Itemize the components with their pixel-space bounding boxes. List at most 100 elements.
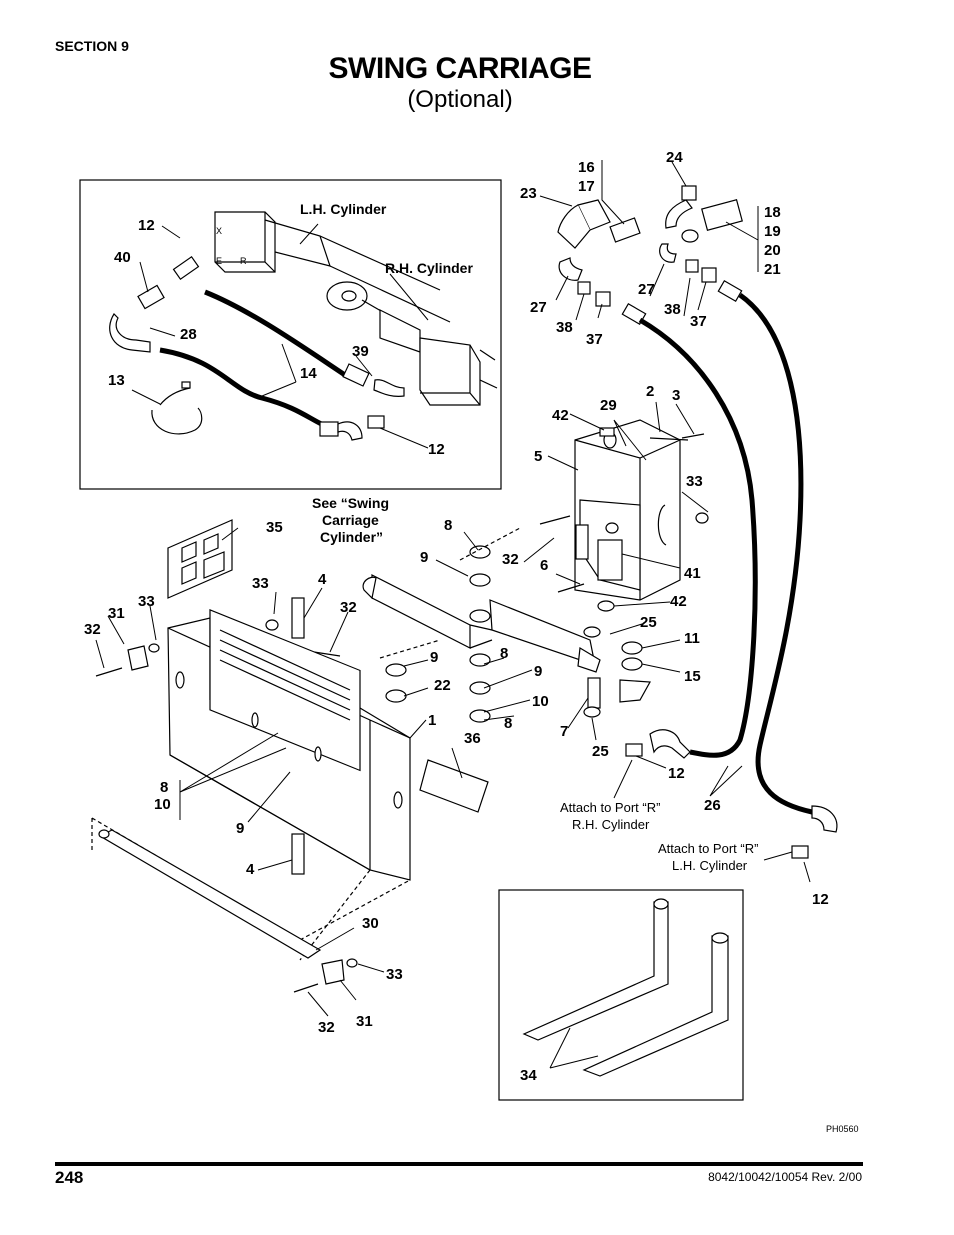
decal-36 [419,759,489,813]
part-number: 15 [684,668,701,685]
port-x-label: X [216,226,222,236]
part-number: 32 [340,599,357,616]
part-number: 31 [356,1013,373,1030]
part-number: 38 [664,301,681,318]
part-number: 9 [534,663,542,680]
port-e-label: E [216,256,222,266]
part-number: 33 [686,473,703,490]
part-number: 7 [560,723,568,740]
part-number: 35 [266,519,283,536]
part-number: 37 [586,331,603,348]
carriage-frame-1 [167,609,411,881]
part-number: 4 [246,861,255,878]
part-number: 27 [638,281,655,298]
part-number: 28 [180,326,197,343]
port-r-label: R [240,256,247,266]
part-number: 32 [502,551,519,568]
part-number: 12 [138,217,155,234]
part-number: 37 [690,313,707,330]
part-number: 38 [556,319,573,336]
part-number: 36 [464,730,481,747]
part-number: 5 [534,448,542,465]
part-number: 25 [640,614,657,631]
leader-lines [95,160,811,1069]
part-number: 10 [154,796,171,813]
part-number: 40 [114,249,131,266]
pins-and-bolts [95,433,705,993]
label-attach-r-lh-2: L.H. Cylinder [672,858,748,873]
part-number: 25 [592,743,609,760]
label-see-swing-2: Carriage [322,512,379,528]
part-number: 6 [540,557,548,574]
part-number: 1 [428,712,436,729]
part-number: 27 [530,299,547,316]
rh-cylinder-drawing [379,309,498,406]
hose-end-fittings [625,729,838,859]
part-number: 34 [520,1067,537,1084]
part-number: 10 [532,693,549,710]
part-number: 42 [552,407,569,424]
part-number: 42 [670,593,687,610]
part-number: 24 [666,149,683,166]
label-see-swing-1: See “Swing [312,495,389,511]
label-attach-r-lh-1: Attach to Port “R” [658,841,758,856]
part-number: 8 [504,715,512,732]
part-number: 11 [684,630,700,647]
hydraulic-hose-26 [638,292,813,815]
part-number: 22 [434,677,451,694]
label-lh-cylinder: L.H. Cylinder [300,201,387,217]
part-number: 20 [764,242,781,259]
crossbar-30 [98,829,322,959]
figure-code: PH0560 [826,1124,859,1134]
section-label: SECTION 9 [55,38,129,54]
part-number: 14 [300,365,317,382]
label-rh-cylinder: R.H. Cylinder [385,260,473,276]
part-number: 9 [236,820,244,837]
swing-bracket-5 [574,419,681,601]
part-number: 3 [672,387,680,404]
forks-34 [522,898,729,1077]
fittings-inset [109,255,405,441]
part-number: 29 [600,397,617,414]
decal-35 [167,519,233,599]
part-number: 2 [646,383,654,400]
hydraulic-hose-14 [159,289,347,431]
part-number: 23 [520,185,537,202]
part-number: 8 [500,645,508,662]
part-number: 32 [84,621,101,638]
part-number: 9 [420,549,428,566]
swing-carriage-cylinder [362,574,651,703]
part-number: 18 [764,204,781,221]
part-number: 17 [578,178,595,195]
part-number: 9 [430,649,438,666]
forks-inset-box [498,889,744,1101]
label-attach-r-rh-2: R.H. Cylinder [572,817,650,832]
page-number: 248 [55,1168,84,1187]
part-number: 30 [362,915,379,932]
footer-rule [55,1162,863,1166]
part-number: 8 [160,779,168,796]
part-number: 33 [252,575,269,592]
page-subtitle: (Optional) [407,86,513,113]
part-number: 32 [318,1019,335,1036]
part-number: 12 [668,765,685,782]
part-number: 4 [318,571,327,588]
cable-tie-13 [151,381,203,435]
revision-code: 8042/10042/10054 Rev. 2/00 [708,1170,862,1184]
part-number: 12 [428,441,445,458]
label-attach-r-rh-1: Attach to Port “R” [560,800,660,815]
part-number: 26 [704,797,721,814]
part-number: 21 [764,261,781,278]
part-number: 12 [812,891,829,908]
hose-routing-inset-box [79,179,502,490]
part-number: 16 [578,159,595,176]
part-number: 19 [764,223,781,240]
part-number: 31 [108,605,125,622]
part-number: 41 [684,565,701,582]
fittings-top-right [557,185,743,326]
part-number: 13 [108,372,125,389]
part-number: 8 [444,517,452,534]
part-number: 33 [386,966,403,983]
label-see-swing-3: Cylinder” [320,529,383,545]
